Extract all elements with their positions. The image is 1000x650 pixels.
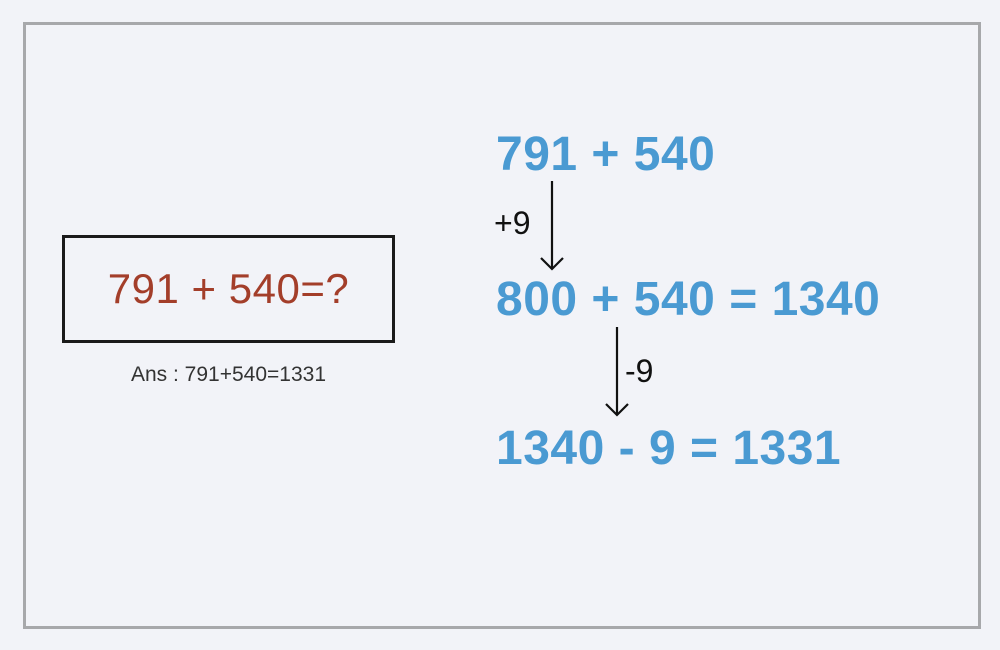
diagram-frame bbox=[23, 22, 981, 629]
step-3-expression: 1340 - 9 = 1331 bbox=[496, 422, 842, 475]
down-arrow-icon bbox=[540, 181, 564, 271]
step-2-expression: 800 + 540 = 1340 bbox=[496, 273, 881, 326]
question-box: 791 + 540=? bbox=[62, 235, 395, 343]
question-text: 791 + 540=? bbox=[107, 265, 350, 312]
step-1-expression: 791 + 540 bbox=[496, 128, 716, 181]
plus-nine-label: +9 bbox=[494, 205, 531, 241]
down-arrow-icon bbox=[605, 327, 629, 417]
minus-nine-label: -9 bbox=[625, 353, 654, 389]
answer-text: Ans : 791+540=1331 bbox=[130, 363, 326, 386]
